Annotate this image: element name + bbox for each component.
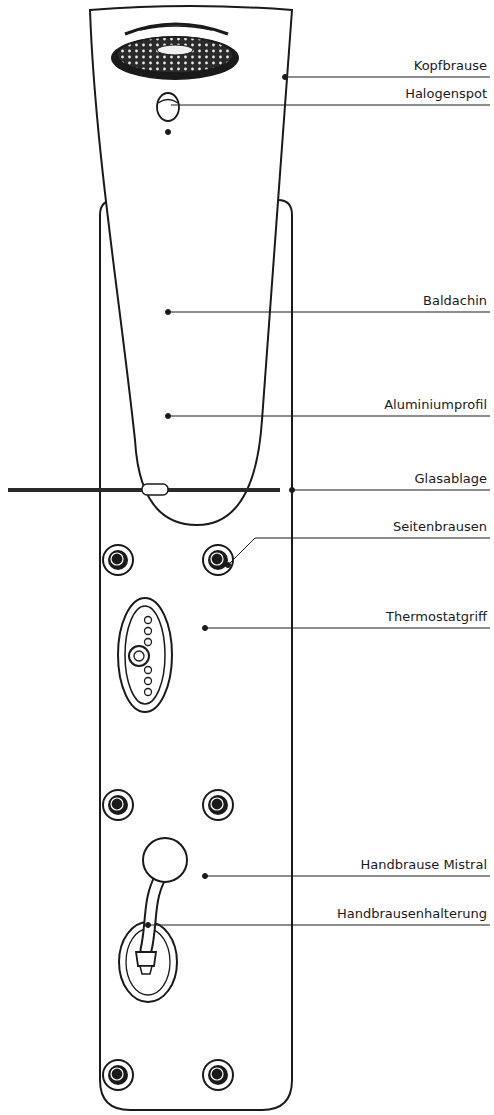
halogen-spot bbox=[157, 93, 179, 121]
part-label: Halogenspot bbox=[404, 87, 488, 102]
side-jet bbox=[203, 545, 233, 575]
side-jets bbox=[103, 545, 233, 1090]
hand-shower bbox=[136, 838, 187, 974]
part-label: Kopfbrause bbox=[413, 59, 488, 74]
part-label: Seitenbrausen bbox=[392, 520, 488, 535]
side-jet bbox=[103, 1060, 133, 1090]
part-label: Aluminiumprofil bbox=[383, 398, 488, 413]
part-label: Glasablage bbox=[414, 472, 488, 487]
leader-lines bbox=[146, 75, 491, 928]
side-jet bbox=[103, 790, 133, 820]
thermostat-handle bbox=[118, 598, 172, 712]
side-jet bbox=[203, 790, 233, 820]
part-label: Handbrause Mistral bbox=[359, 858, 488, 873]
side-jet bbox=[203, 1060, 233, 1090]
part-label: Handbrausenhalterung bbox=[336, 907, 488, 922]
glass-shelf bbox=[8, 484, 280, 495]
side-jet bbox=[103, 545, 133, 575]
canopy bbox=[90, 6, 292, 525]
part-label: Thermostatgriff bbox=[385, 610, 488, 625]
head-shower bbox=[111, 24, 239, 80]
part-label: Baldachin bbox=[422, 294, 488, 309]
